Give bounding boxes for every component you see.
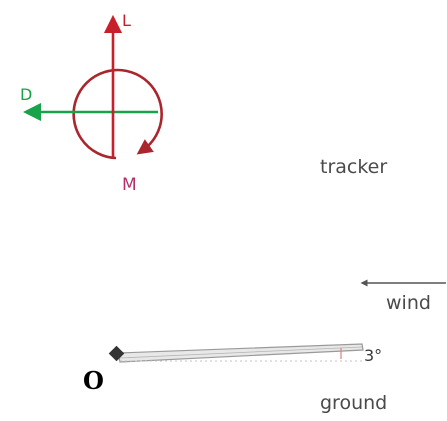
drag-label: D (20, 85, 32, 104)
wind-label: wind (386, 292, 431, 314)
tracker-label: tracker (320, 156, 387, 178)
moment-label: M (122, 175, 137, 195)
panel-centerline (119, 346, 363, 359)
ground-label: ground (320, 392, 387, 414)
moment-arc (72, 68, 163, 160)
angle-label: 3° (364, 346, 382, 365)
tracker-panel (117, 343, 364, 363)
origin-label: O (83, 366, 104, 395)
lift-label: L (122, 11, 131, 30)
